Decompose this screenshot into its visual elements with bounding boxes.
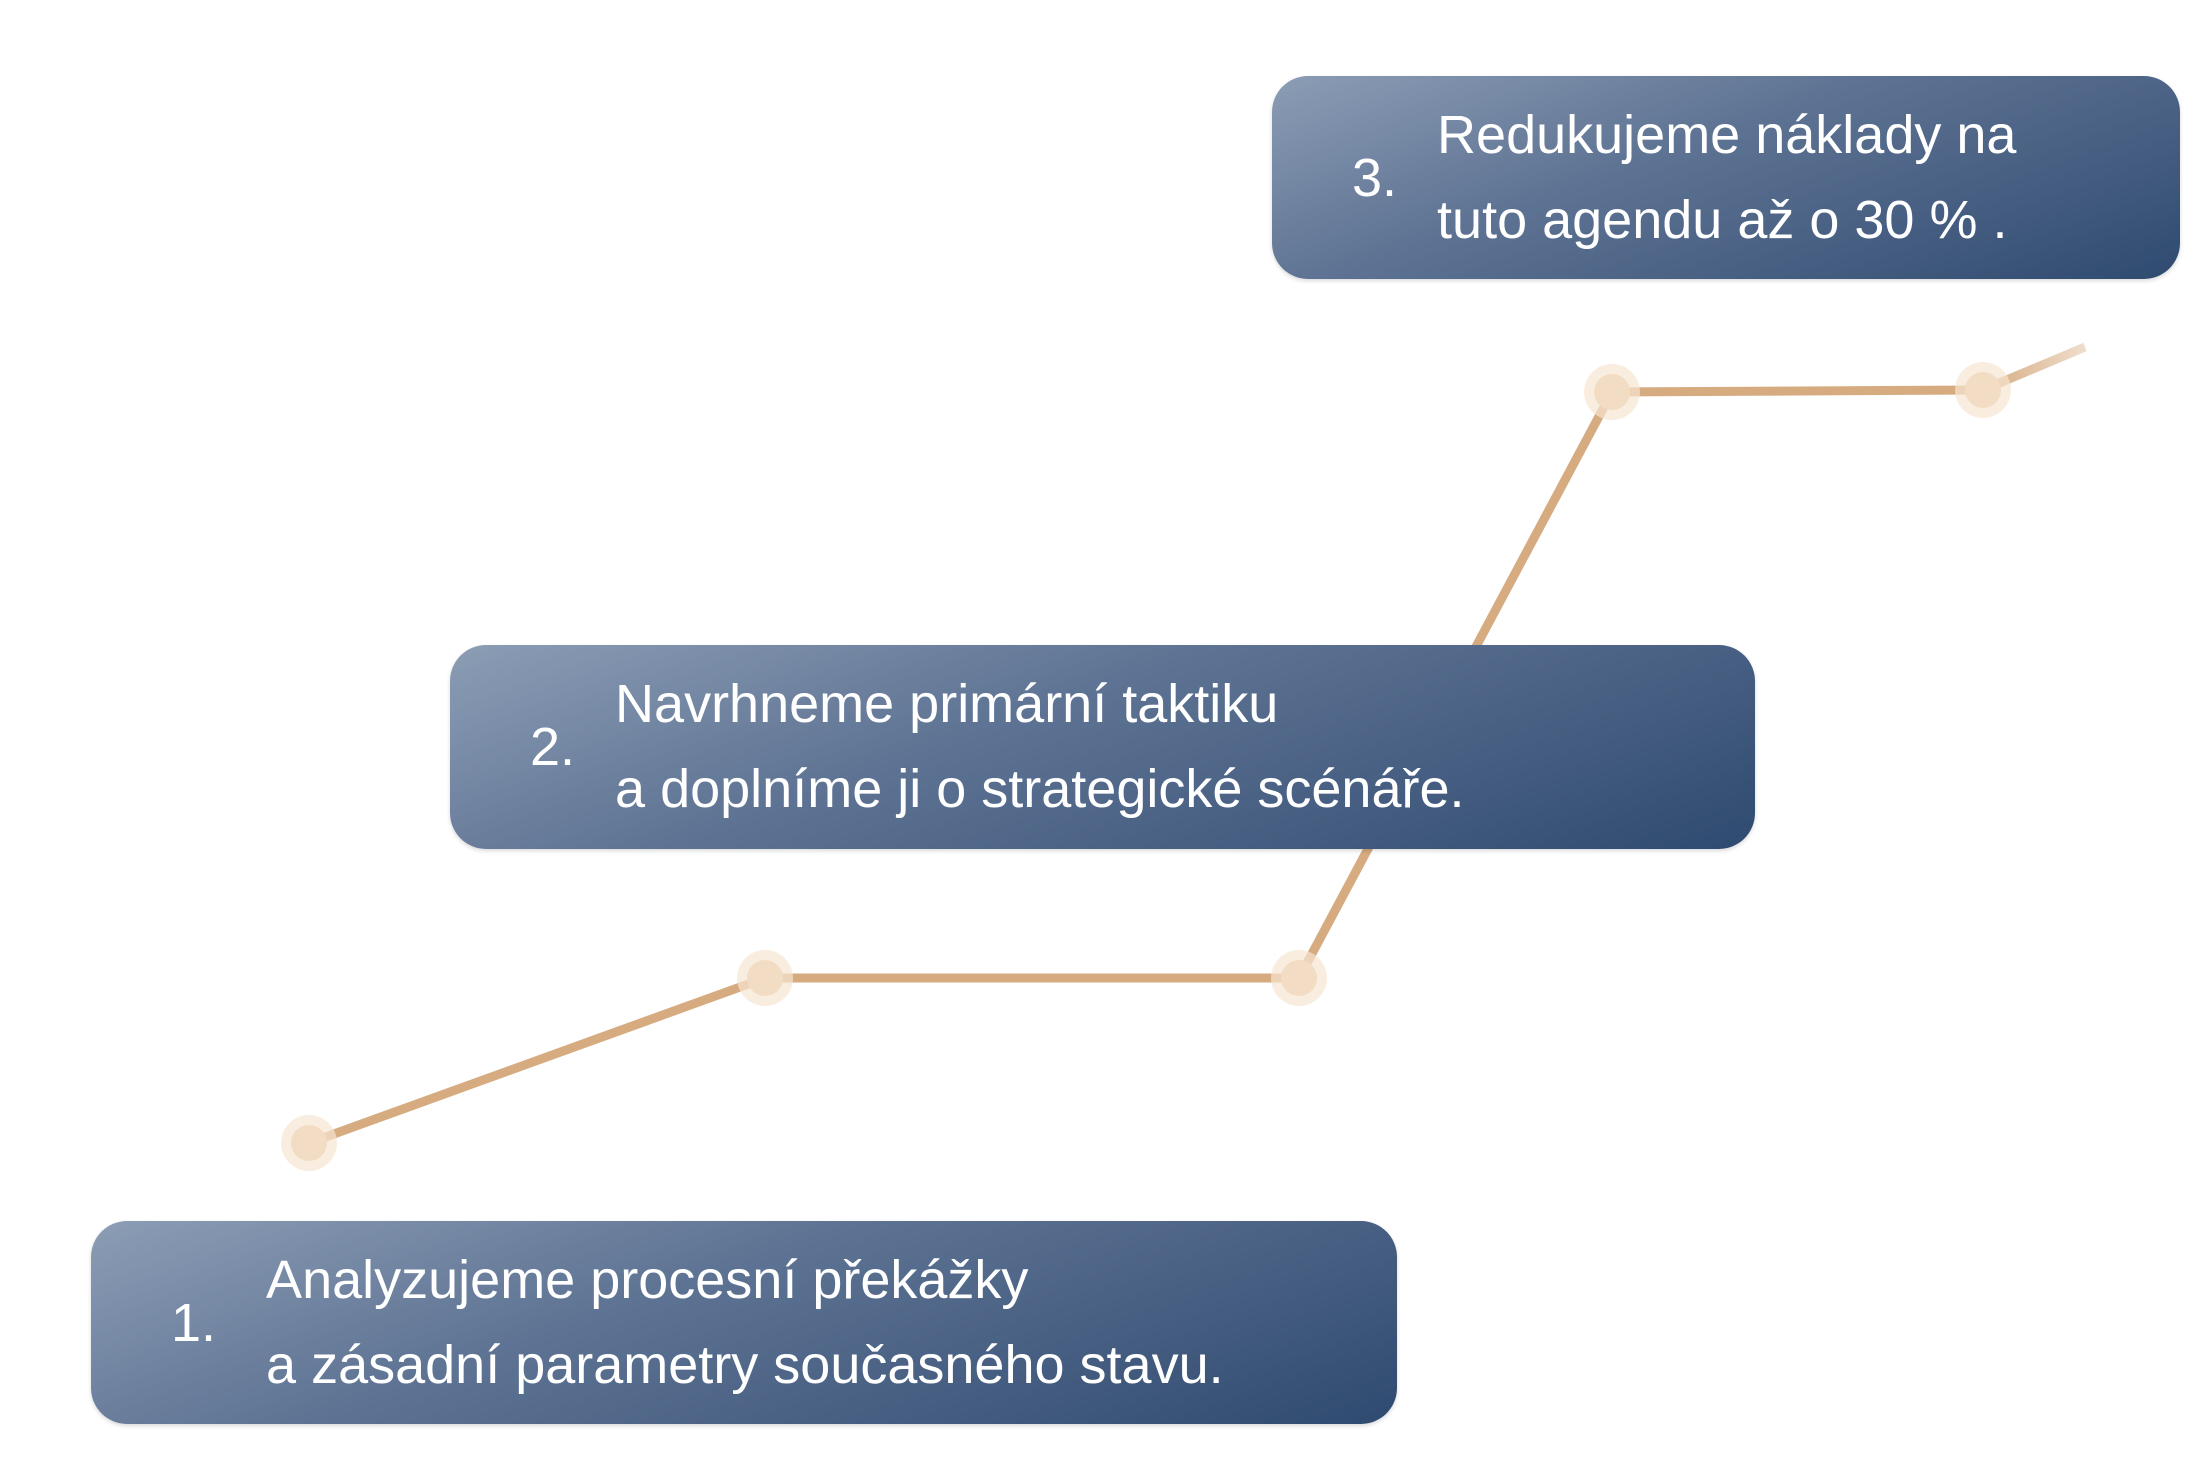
step-number: 3.: [1352, 147, 1398, 208]
step-number: 1.: [171, 1292, 217, 1353]
step-text: Navrhneme primární taktiku a doplníme ji…: [615, 662, 1464, 832]
milestone-dot: [1965, 372, 2001, 408]
step-text: Analyzujeme procesní překážky a zásadní …: [266, 1238, 1224, 1408]
step-text: Redukujeme náklady na tuto agendu až o 3…: [1437, 93, 2016, 263]
step-text-line: tuto agendu až o 30 % .: [1437, 189, 2008, 250]
step-text-line: a doplníme ji o strategické scénáře.: [615, 759, 1465, 819]
step-2-card: 2. Navrhneme primární taktiku a doplníme…: [450, 645, 1755, 849]
step-text-line: Redukujeme náklady na: [1437, 104, 2017, 165]
step-text-line: Analyzujeme procesní překážky: [266, 1249, 1029, 1310]
milestone-dot: [747, 960, 783, 996]
milestone-dot: [1281, 960, 1317, 996]
step-number: 2.: [530, 717, 576, 777]
milestone-dot: [1594, 374, 1630, 410]
step-3-card: 3. Redukujeme náklady na tuto agendu až …: [1272, 76, 2180, 279]
milestone-dot: [291, 1125, 327, 1161]
step-text-line: a zásadní parametry současného stavu.: [266, 1334, 1224, 1395]
step-text-line: Navrhneme primární taktiku: [615, 674, 1279, 734]
step-1-card: 1. Analyzujeme procesní překážky a zásad…: [91, 1221, 1397, 1424]
